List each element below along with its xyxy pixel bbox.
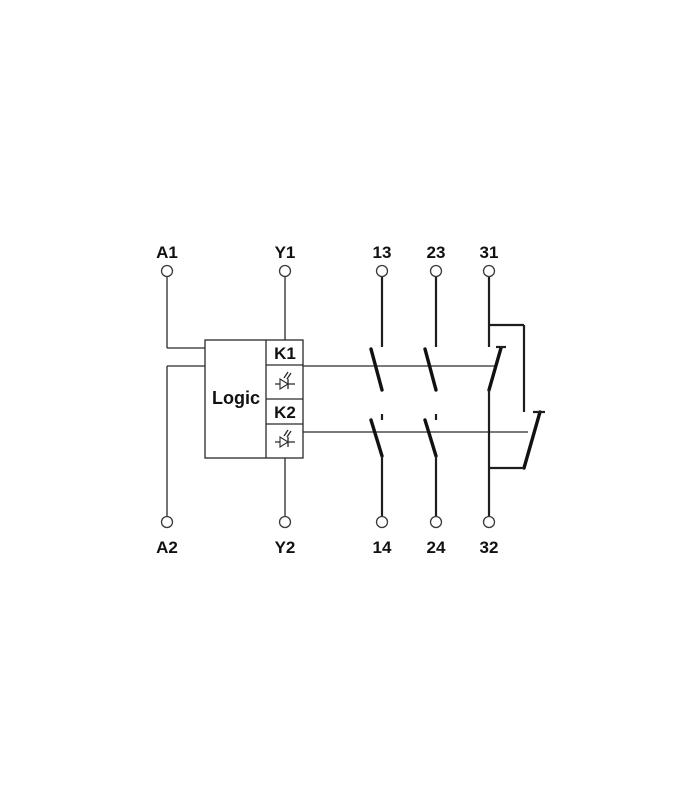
terminal-24	[429, 515, 443, 529]
terminal-label-a2: A2	[156, 538, 178, 557]
terminal-13	[375, 264, 389, 278]
terminal-y2	[278, 515, 292, 529]
terminal-a2	[160, 515, 174, 529]
terminal-label-24: 24	[427, 538, 446, 557]
terminal-a1	[160, 264, 174, 278]
terminal-14	[375, 515, 389, 529]
relay-k2-label: K2	[274, 403, 296, 422]
relay-k1-label: K1	[274, 344, 296, 363]
terminal-y1	[278, 264, 292, 278]
terminal-23	[429, 264, 443, 278]
led-k1-icon	[275, 371, 295, 390]
contact-31-32	[487, 277, 545, 517]
terminal-label-y2: Y2	[275, 538, 296, 557]
relay-linkage	[303, 365, 528, 433]
logic-label: Logic	[212, 388, 260, 408]
terminal-label-23: 23	[427, 243, 446, 262]
terminal-label-a1: A1	[156, 243, 178, 262]
contact-23-24	[423, 277, 438, 517]
contact-13-14	[369, 277, 384, 517]
terminal-label-32: 32	[480, 538, 499, 557]
supply-wiring	[166, 277, 205, 517]
terminal-label-y1: Y1	[275, 243, 296, 262]
led-k2-icon	[275, 429, 295, 448]
terminal-label-31: 31	[480, 243, 499, 262]
logic-block: Logic K1 K2	[204, 339, 304, 459]
terminal-32	[482, 515, 496, 529]
terminal-label-13: 13	[373, 243, 392, 262]
terminal-label-14: 14	[373, 538, 392, 557]
terminal-31	[482, 264, 496, 278]
